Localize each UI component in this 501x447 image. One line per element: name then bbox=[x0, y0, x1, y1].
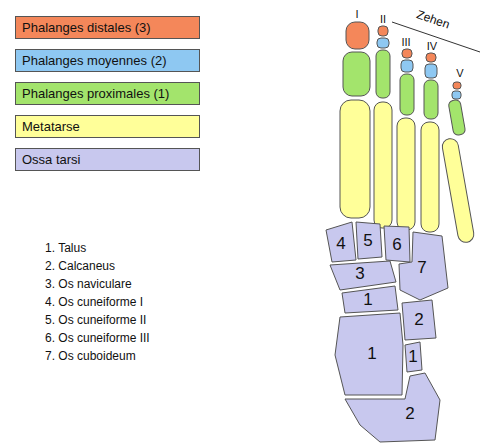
toe-number: I bbox=[355, 8, 358, 20]
legend-swatch: Metatarse bbox=[15, 115, 200, 138]
legend-swatch: Ossa tarsi bbox=[15, 148, 200, 171]
legend-text: Metatarse bbox=[22, 119, 80, 134]
callout-number: 1 bbox=[408, 348, 417, 367]
bone-list-item: 2. Calcaneus bbox=[45, 260, 115, 273]
bone-list-item: 5. Os cuneiforme II bbox=[45, 314, 146, 327]
callout-number: 3 bbox=[355, 265, 364, 284]
tarsal-bones bbox=[326, 222, 448, 442]
callout-number: 2 bbox=[405, 405, 414, 424]
legend-swatch: Phalanges proximales (1) bbox=[15, 82, 200, 105]
bone-list-item: 7. Os cuboideum bbox=[45, 350, 136, 363]
callout-number: 1 bbox=[367, 345, 376, 364]
group-label: Zehen bbox=[415, 8, 451, 32]
toe-number: II bbox=[380, 13, 386, 25]
toe-number: IV bbox=[427, 40, 437, 52]
callout-number: 7 bbox=[417, 259, 426, 278]
legend-swatch: Phalanges distales (3) bbox=[15, 16, 200, 39]
proximal-phalanges bbox=[343, 50, 466, 136]
middle-phalanges bbox=[377, 38, 461, 99]
bone-list-item: 6. Os cuneiforme III bbox=[45, 332, 150, 345]
legend-text: Phalanges distales (3) bbox=[22, 20, 151, 35]
callout-number: 4 bbox=[336, 235, 345, 254]
callout-number: 1 bbox=[363, 291, 372, 310]
callout-number: 6 bbox=[392, 236, 401, 255]
legend-text: Phalanges proximales (1) bbox=[22, 86, 169, 101]
legend-swatch: Phalanges moyennes (2) bbox=[15, 49, 200, 72]
bone-list-item: 1. Talus bbox=[45, 242, 86, 255]
bone-list-item: 4. Os cuneiforme I bbox=[45, 296, 143, 309]
callout-number: 2 bbox=[414, 311, 423, 330]
legend-text: Phalanges moyennes (2) bbox=[22, 53, 167, 68]
toe-number: V bbox=[456, 67, 463, 79]
legend-text: Ossa tarsi bbox=[22, 152, 81, 167]
toe-number: III bbox=[401, 36, 410, 48]
bone-list-item: 3. Os naviculare bbox=[45, 278, 132, 291]
distal-phalanges bbox=[346, 22, 461, 89]
callout-number: 5 bbox=[363, 232, 372, 251]
